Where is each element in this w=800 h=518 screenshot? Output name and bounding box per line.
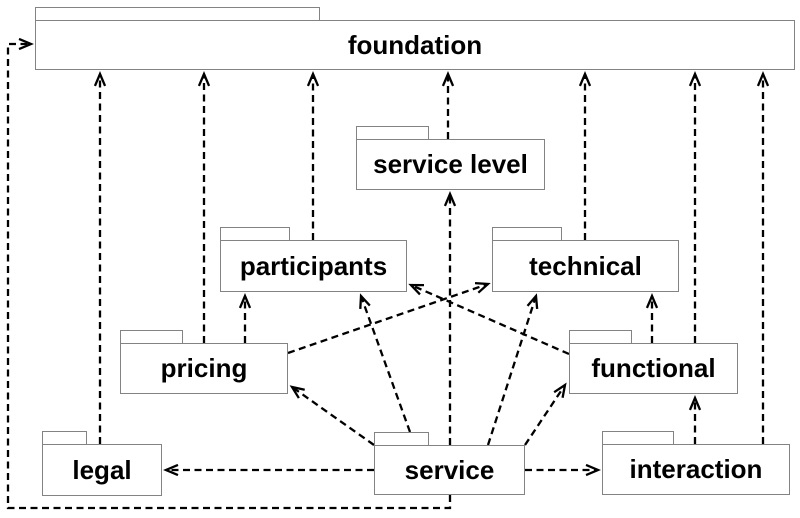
dependency-service-to-participants (359, 293, 412, 433)
dependency-technical-to-foundation (578, 71, 592, 240)
package-body: interaction (602, 444, 790, 495)
package-technical: technical (492, 227, 679, 292)
dependency-functional-to-participants (408, 283, 570, 356)
package-tab (35, 7, 320, 20)
dependency-service-to-functional (524, 382, 567, 446)
dependency-pricing-to-foundation (197, 71, 211, 343)
dependency-functional-to-technical (645, 293, 659, 343)
package-body: service (374, 445, 525, 495)
package-tab (569, 330, 632, 343)
package-label: pricing (160, 353, 248, 383)
open-arrowhead (359, 293, 371, 310)
package-label: service (404, 454, 495, 485)
package-tab (602, 431, 674, 444)
open-arrowhead (688, 395, 702, 411)
package-body: legal (42, 444, 162, 496)
package-pricing: pricing (120, 330, 288, 394)
dependency-functional-to-foundation (688, 71, 702, 343)
package-body: pricing (120, 343, 288, 394)
dependency-interaction-to-foundation (756, 71, 770, 444)
open-arrowhead (163, 463, 179, 477)
open-arrowhead (238, 293, 252, 309)
package-body: foundation (35, 20, 795, 70)
package-functional: functional (569, 330, 738, 394)
dependency-service-to-interaction (525, 463, 601, 477)
open-arrowhead (688, 71, 702, 87)
dependency-pricing-to-participants (238, 293, 252, 343)
open-arrowhead (289, 385, 305, 399)
package-tab (356, 126, 429, 139)
open-arrowhead (441, 71, 455, 87)
package-participants: participants (220, 227, 407, 292)
package-label: functional (591, 353, 716, 383)
open-arrowhead (553, 382, 567, 398)
package-tab (42, 431, 87, 444)
package-interaction: interaction (602, 431, 790, 495)
package-label: foundation (347, 29, 483, 60)
package-tab (220, 227, 290, 240)
package-label: participants (239, 250, 388, 281)
dependency-service-level-to-foundation (441, 71, 455, 139)
open-arrowhead (526, 293, 539, 310)
package-label: service level (373, 149, 528, 179)
dependency-service-to-foundation (6, 37, 452, 510)
package-service-level: service level (356, 126, 545, 190)
open-arrowhead (585, 463, 601, 477)
package-body: functional (569, 343, 738, 394)
open-arrowhead (474, 281, 491, 294)
package-label: technical (529, 250, 642, 281)
package-tab (492, 227, 562, 240)
package-label: interaction (629, 454, 763, 484)
open-arrowhead (645, 293, 659, 309)
package-tab (374, 432, 429, 445)
open-arrowhead (93, 71, 107, 87)
open-arrowhead (408, 283, 425, 296)
dependency-service-to-service-level (443, 191, 457, 445)
open-arrowhead (578, 71, 592, 87)
package-service: service (374, 432, 525, 495)
open-arrowhead (18, 37, 34, 51)
open-arrowhead (306, 71, 320, 87)
dependency-pricing-to-technical (287, 281, 491, 355)
dependency-legal-to-foundation (93, 71, 107, 444)
package-body: technical (492, 240, 679, 292)
dependency-participants-to-foundation (306, 71, 320, 240)
package-foundation: foundation (35, 7, 795, 70)
dependency-interaction-to-functional (688, 395, 702, 444)
package-tab (120, 330, 183, 343)
open-arrowhead (756, 71, 770, 87)
package-body: service level (356, 139, 545, 190)
dependency-service-to-pricing (289, 385, 375, 446)
open-arrowhead (443, 191, 457, 207)
package-label: legal (72, 454, 132, 485)
package-legal: legal (42, 431, 162, 496)
open-arrowhead (197, 71, 211, 87)
dependency-service-to-legal (163, 463, 374, 477)
package-body: participants (220, 240, 407, 292)
dependency-service-to-technical (486, 293, 539, 446)
